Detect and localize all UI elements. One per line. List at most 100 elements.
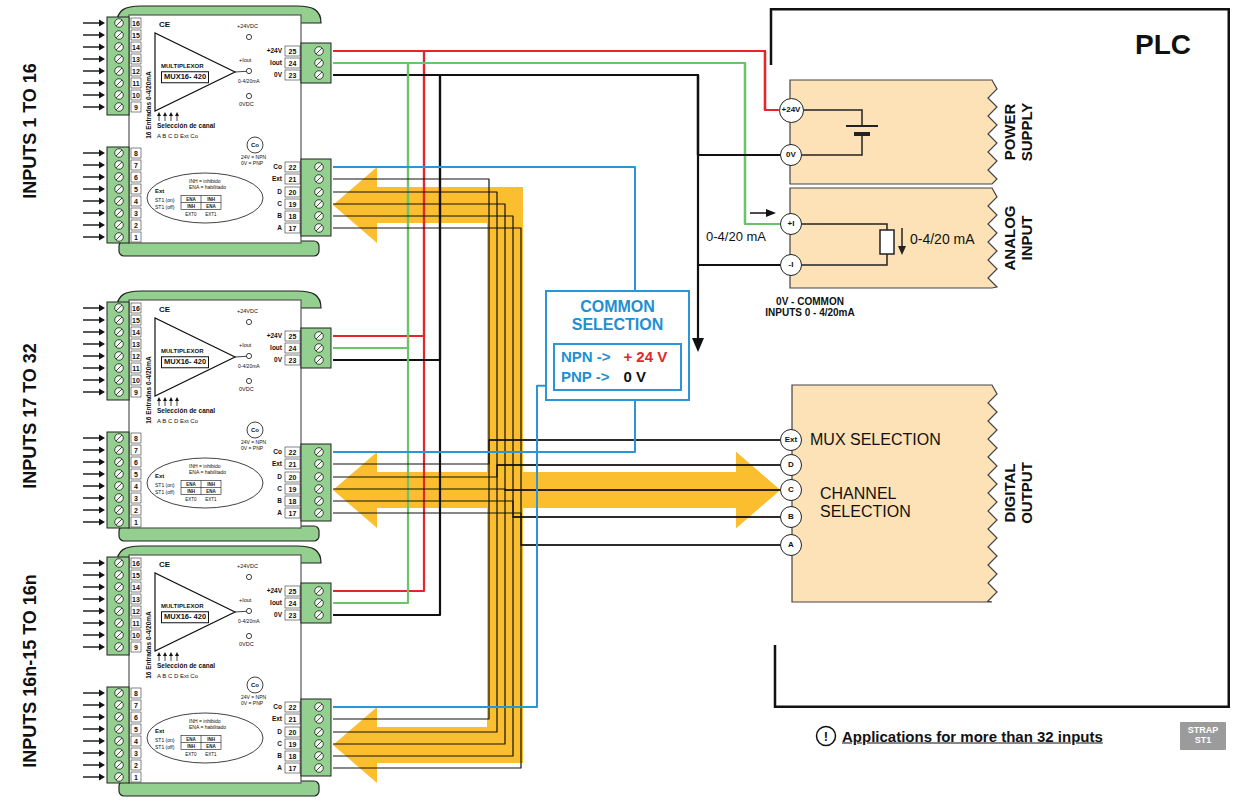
input-arrow: [83, 106, 100, 107]
terminal-label: C: [788, 486, 794, 494]
screw-slot: [116, 632, 122, 638]
terminal-tag: [131, 196, 141, 206]
terminal-tag: [131, 582, 141, 592]
module-legend: INH: [187, 489, 195, 494]
terminal-screw: [115, 388, 124, 397]
test-point: [246, 633, 251, 638]
terminal-tag: [131, 375, 141, 385]
module-legend: 0V = PNP: [241, 161, 263, 166]
module-legend: EXT0: [185, 213, 196, 218]
arrow-head: [692, 338, 704, 352]
module-legend: ENA: [206, 744, 216, 749]
terminal-screw: [115, 773, 124, 782]
terminal-screw: [315, 59, 324, 68]
terminal-screw: [115, 595, 124, 604]
input-range-heading: INPUTS 17 TO 32: [21, 343, 39, 489]
screw-slot: [116, 44, 122, 50]
input-arrow-head: [99, 447, 105, 454]
input-arrow-head: [99, 495, 105, 502]
test-point: [246, 574, 251, 579]
strap-grid: [181, 487, 221, 488]
terminal-tag: [285, 484, 300, 494]
screw-slot: [116, 198, 122, 204]
plc-frame: [771, 9, 1229, 707]
input-arrow: [83, 70, 100, 71]
module-legend: MULTIPLEXOR: [161, 348, 204, 354]
terminal-number: 16: [132, 560, 140, 567]
terminal-number: 13: [132, 596, 140, 603]
terminal-name: C: [277, 201, 282, 208]
screw-slot: [116, 150, 122, 156]
module-legend: ST1 (on): [155, 483, 174, 488]
common-note: 0V - COMMON INPUTS 0 - 4/20mA: [760, 296, 860, 318]
terminal-screw: [115, 149, 124, 158]
terminal-number: 4: [134, 198, 138, 205]
module-legend: INH: [207, 482, 215, 487]
module-legend: ST1 (on): [155, 738, 174, 743]
terminal-screw: [315, 740, 324, 749]
terminal-screw: [315, 752, 324, 761]
terminal-number: 23: [289, 357, 297, 364]
terminal-tag: [285, 46, 300, 56]
signal-wire: [333, 63, 780, 603]
input-arrow: [83, 473, 100, 474]
module-legend: 0-4/20mA: [238, 619, 260, 624]
screw-slot: [316, 345, 322, 351]
terminal-block: [301, 328, 331, 368]
screw-slot: [316, 486, 322, 492]
current-arrow: [750, 212, 768, 214]
module-legend: +Iout: [239, 58, 251, 64]
screw-slot: [316, 753, 322, 759]
input-arrow-head: [99, 56, 105, 63]
terminal-block: [107, 17, 129, 115]
terminal-screw: [315, 448, 324, 457]
terminal-tag: [131, 558, 141, 568]
module-legend: ENA: [206, 204, 216, 209]
terminal-screw: [315, 344, 324, 353]
terminal-screw: [315, 224, 324, 233]
terminal-screw: [115, 619, 124, 628]
terminal-block: [301, 444, 331, 521]
terminal-tag: [131, 457, 141, 467]
terminal-screw: [315, 611, 324, 620]
input-arrow-head: [99, 519, 105, 526]
terminal-tag: [131, 630, 141, 640]
terminal-name: Ext: [272, 461, 282, 468]
supply-wiring: [802, 110, 862, 155]
terminal-number: 15: [132, 32, 140, 39]
input-arrow: [83, 622, 100, 623]
terminal-tag: [131, 688, 141, 698]
terminal-name: Ext: [272, 176, 282, 183]
screw-slot: [316, 357, 322, 363]
terminal-number: 21: [289, 176, 297, 183]
input-arrow: [83, 355, 100, 356]
common-wire: [698, 155, 780, 265]
terminal-tag: [131, 481, 141, 491]
input-arrow: [83, 34, 100, 35]
module-drawing: [105, 5, 333, 257]
terminal-number: 23: [289, 612, 297, 619]
module-drawing: [105, 290, 333, 542]
terminal-tag: [131, 54, 141, 64]
common-select-wire: [333, 386, 545, 707]
screw-slot: [116, 341, 122, 347]
common-select-wire: [333, 167, 635, 290]
screw-slot: [116, 32, 122, 38]
terminal-tag: [131, 493, 141, 503]
screw-slot: [316, 612, 322, 618]
terminal-tag: [131, 387, 141, 397]
io-card: POWER SUPPLY+24V0V: [780, 80, 1035, 184]
terminal-screw: [315, 764, 324, 773]
input-arrow: [83, 764, 100, 765]
select-arrow-head: [163, 652, 167, 656]
terminal-name: D: [277, 189, 282, 196]
input-arrow-head: [99, 560, 105, 567]
screw-slot: [116, 186, 122, 192]
test-point: [246, 93, 251, 98]
module-legend: MULTIPLEXOR: [161, 63, 204, 69]
module-legend: ENA = habilitado: [189, 725, 226, 730]
terminal-number: 16: [132, 305, 140, 312]
terminal-tag: [131, 18, 141, 28]
input-arrow: [83, 461, 100, 462]
